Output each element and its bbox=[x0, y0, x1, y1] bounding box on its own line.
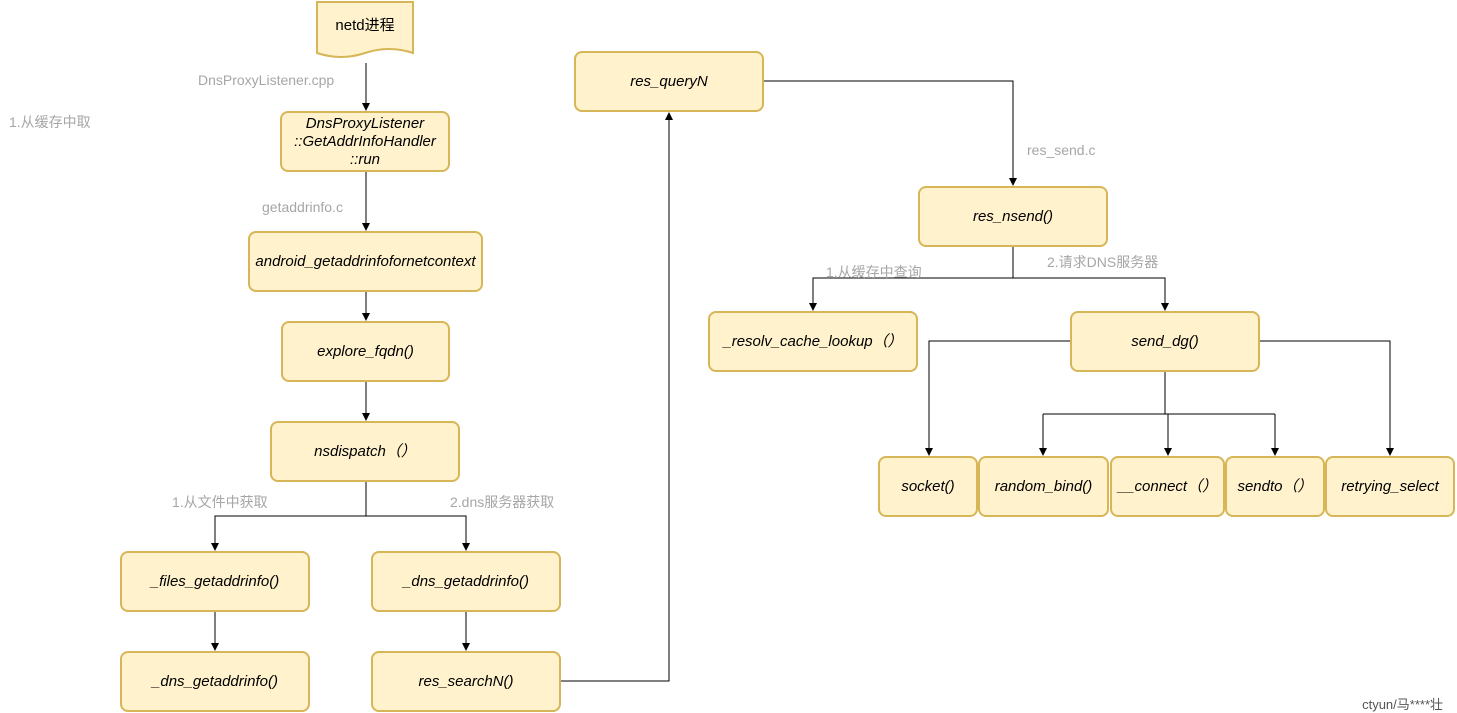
sendto-node[interactable]: sendto（） bbox=[1225, 456, 1325, 517]
cache-note-label: 1.从缓存中取 bbox=[9, 114, 91, 130]
edge-split-dns bbox=[366, 515, 470, 551]
watermark: ctyun/马****壮 bbox=[1362, 697, 1443, 712]
dns-getaddrinfo-right-node[interactable]: _dns_getaddrinfo() bbox=[371, 551, 561, 612]
files-getaddrinfo-node[interactable]: _files_getaddrinfo() bbox=[120, 551, 310, 612]
from-file-label: 1.从文件中获取 bbox=[172, 494, 268, 510]
edge-senddg-bus bbox=[1043, 372, 1275, 415]
retrying-select-node[interactable]: retrying_select bbox=[1325, 456, 1455, 517]
dnsproxylistener-cpp-label: DnsProxyListener.cpp bbox=[198, 72, 335, 88]
socket-node[interactable]: socket() bbox=[878, 456, 978, 517]
nsdispatch-node[interactable]: nsdispatch（） bbox=[270, 421, 460, 482]
res-send-c-label: res_send.c bbox=[1027, 142, 1096, 158]
edge-split-cache bbox=[809, 277, 1013, 311]
netd-process-document-shape bbox=[316, 1, 414, 58]
send-dg-node[interactable]: send_dg() bbox=[1070, 311, 1260, 372]
edge-queryN-nsend bbox=[764, 80, 1017, 186]
edge-senddg-retrying bbox=[1259, 340, 1394, 456]
from-cache-query-label: 1.从缓存中查询 bbox=[826, 264, 922, 280]
edge-senddg-socket bbox=[925, 340, 1071, 456]
dns-getaddrinfo-left-node[interactable]: _dns_getaddrinfo() bbox=[120, 651, 310, 712]
edge-split-files bbox=[211, 515, 366, 551]
android-getaddrinfofornetcontext-node[interactable]: android_getaddrinfofornetcontext bbox=[248, 231, 483, 292]
netd-process-label: netd进程 bbox=[335, 17, 395, 34]
res-queryN-node[interactable]: res_queryN bbox=[574, 51, 764, 112]
explore-fqdn-node[interactable]: explore_fqdn() bbox=[281, 321, 450, 382]
res-nsend-node[interactable]: res_nsend() bbox=[918, 186, 1108, 247]
request-dns-server-label: 2.请求DNS服务器 bbox=[1047, 254, 1159, 270]
from-dns-server-label: 2.dns服务器获取 bbox=[450, 494, 555, 510]
getaddrinfo-c-label: getaddrinfo.c bbox=[262, 199, 343, 215]
connect-node[interactable]: __connect（） bbox=[1110, 456, 1225, 517]
edge-searchN-queryN bbox=[561, 112, 673, 682]
getaddrinfo-handler-node[interactable]: DnsProxyListener ::GetAddrInfoHandler ::… bbox=[280, 111, 450, 172]
resolv-cache-lookup-node[interactable]: _resolv_cache_lookup（） bbox=[708, 311, 918, 372]
edge-split-senddg bbox=[1013, 277, 1169, 311]
res-searchN-node[interactable]: res_searchN() bbox=[371, 651, 561, 712]
random-bind-node[interactable]: random_bind() bbox=[978, 456, 1109, 517]
